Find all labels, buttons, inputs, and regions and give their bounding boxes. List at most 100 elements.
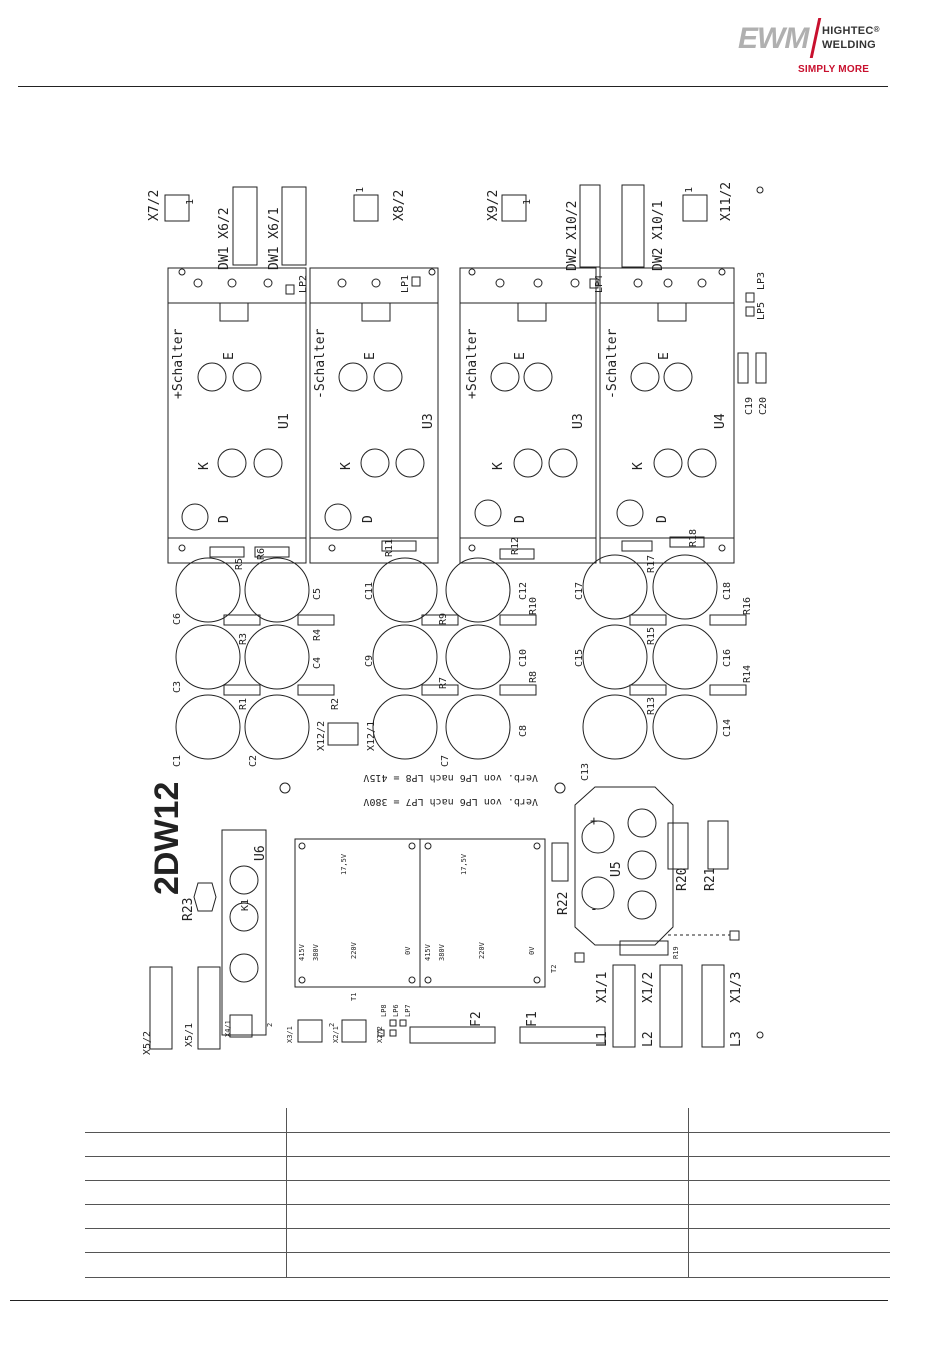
label-r23: R23 xyxy=(181,898,196,921)
label-r13: R13 xyxy=(646,697,657,715)
k1-label: K1 xyxy=(240,899,251,911)
label-r9: R9 xyxy=(438,613,449,625)
label-r3: R3 xyxy=(238,633,249,645)
label-dw1-x6-2: DW1 X6/2 xyxy=(217,207,232,270)
u5-label: U5 xyxy=(609,861,624,877)
label-r22: R22 xyxy=(556,892,571,915)
label-r16: R16 xyxy=(742,597,753,615)
label-lp3: LP3 xyxy=(756,272,767,290)
label-c8: C8 xyxy=(518,725,529,737)
relay-u6 xyxy=(221,829,267,1036)
u3-k: K xyxy=(491,462,506,470)
module-u3 xyxy=(459,267,597,564)
table-cell xyxy=(688,1180,890,1205)
table-cell xyxy=(85,1156,287,1181)
logo-line1: HIGHTEC xyxy=(822,25,874,37)
label-c17: C17 xyxy=(574,582,585,600)
module-u4 xyxy=(599,267,735,564)
label-x5-1: X5/1 xyxy=(184,1023,195,1047)
label-lp8: LP8 xyxy=(380,1004,388,1017)
label-c3: C3 xyxy=(172,681,183,693)
connector-x6-2 xyxy=(232,186,258,266)
label-r11: R11 xyxy=(384,539,395,557)
u1-k: K xyxy=(197,462,212,470)
u4-k: K xyxy=(631,462,646,470)
u1-d: D xyxy=(217,515,232,523)
u4-d: D xyxy=(655,515,670,523)
label-r15: R15 xyxy=(646,627,657,645)
label-r21: R21 xyxy=(703,868,718,891)
connector-x6-1 xyxy=(281,186,307,266)
u2-label: U3 xyxy=(421,413,436,429)
table-cell xyxy=(285,1132,689,1157)
logo-brand: EWM xyxy=(738,22,809,55)
label-x8-2: X8/2 xyxy=(392,190,407,221)
connector-x9-2 xyxy=(501,194,527,222)
label-pin2-b: 2 xyxy=(328,1023,336,1027)
phase-l1: L1 xyxy=(595,1031,610,1047)
footer-rule xyxy=(10,1300,888,1301)
fuse-f2: F2 xyxy=(469,1011,484,1027)
label-x12-2: X12/2 xyxy=(316,721,327,751)
label-c1: C1 xyxy=(172,755,183,767)
table-row xyxy=(85,1204,890,1229)
label-r12: R12 xyxy=(510,537,521,555)
u3-switch: +Schalter xyxy=(465,328,480,399)
label-c10: C10 xyxy=(518,649,529,667)
logo-registered: ® xyxy=(873,25,880,34)
label-x2-2: X2/2 xyxy=(376,1026,384,1043)
table-cell xyxy=(285,1156,689,1181)
u3-e: E xyxy=(513,352,528,360)
label-lp7: LP7 xyxy=(404,1004,412,1017)
u2-k: K xyxy=(339,462,354,470)
t2-0v: 0V xyxy=(528,946,536,955)
label-c18: C18 xyxy=(722,582,733,600)
u6-label: U6 xyxy=(253,845,268,861)
label-x8-2-pin: 1 xyxy=(355,187,366,193)
label-x9-2-pin: 1 xyxy=(522,199,533,205)
label-dw1-x6-1: DW1 X6/1 xyxy=(267,207,282,270)
label-x12-1: X12/1 xyxy=(366,721,377,751)
conn-x1-2: X1/2 xyxy=(641,972,656,1003)
fuse-f1: F1 xyxy=(525,1011,540,1027)
u1-label: U1 xyxy=(277,413,292,429)
label-r14: R14 xyxy=(742,665,753,683)
u4-switch: -Schalter xyxy=(605,328,620,399)
u3-label: U3 xyxy=(571,413,586,429)
label-x2-1: X2/1 xyxy=(332,1026,340,1043)
label-x9-2: X9/2 xyxy=(486,190,501,221)
label-dw2-x10-2: DW2 X10/2 xyxy=(565,201,580,271)
header-rule xyxy=(18,86,888,87)
t1-380v: 380V xyxy=(312,943,320,961)
note-415v: Verb. von LP6 nach LP8 = 415V xyxy=(363,772,538,783)
logo-line2: WELDING xyxy=(822,39,877,51)
table-row xyxy=(85,1156,890,1181)
table-cell xyxy=(688,1108,890,1133)
u3-d: D xyxy=(513,515,528,523)
phase-l2: L2 xyxy=(641,1031,656,1047)
logo-slogan: SIMPLY MORE xyxy=(798,64,870,75)
table-cell xyxy=(285,1252,689,1278)
label-pin2-a: 2 xyxy=(266,1023,274,1027)
label-lp1: LP1 xyxy=(400,275,411,293)
label-r1: R1 xyxy=(238,698,249,710)
label-c2: C2 xyxy=(248,755,259,767)
board-title: 2DW12 xyxy=(148,782,186,895)
table-cell xyxy=(688,1252,890,1278)
connector-x10-1 xyxy=(621,184,645,268)
circuit-board-layout: X7/2 1 DW1 X6/2 DW1 X6/1 1 X8/2 X9/2 1 D… xyxy=(120,175,785,1060)
table-cell xyxy=(285,1228,689,1253)
connector-x7-2 xyxy=(164,194,190,222)
table-cell xyxy=(285,1180,689,1205)
phase-l3: L3 xyxy=(729,1031,744,1047)
module-u1 xyxy=(167,267,307,564)
ewm-logo: EWM HIGHTEC® WELDING SIMPLY MORE xyxy=(738,18,888,80)
u1-switch: +Schalter xyxy=(171,328,186,399)
label-r17: R17 xyxy=(646,555,657,573)
table-cell xyxy=(85,1132,287,1157)
conn-x1-3: X1/3 xyxy=(729,972,744,1003)
label-lp5: LP5 xyxy=(756,302,767,320)
table-cell xyxy=(85,1252,287,1278)
table-cell xyxy=(285,1108,689,1133)
table-cell xyxy=(85,1204,287,1229)
